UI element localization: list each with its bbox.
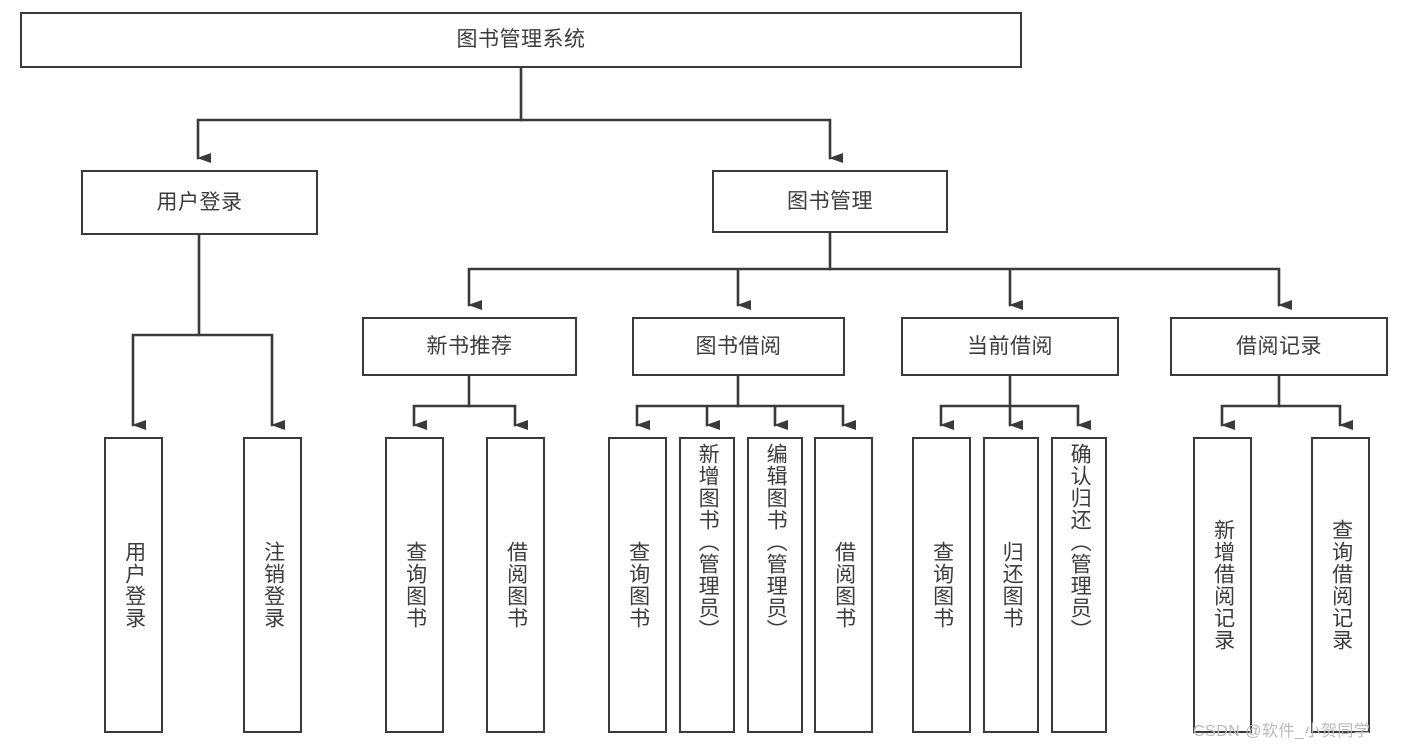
leaf-edit-book-admin[interactable]: 编辑图书（管理员） xyxy=(747,437,803,733)
leaf-add-book-admin[interactable]: 新增图书（管理员） xyxy=(679,437,735,733)
node-label: 图书借阅 xyxy=(695,334,782,358)
node-label: 借阅图书 xyxy=(504,541,528,629)
leaf-logout[interactable]: 注销登录 xyxy=(243,437,302,733)
node-label: 新增图书（管理员） xyxy=(696,443,720,641)
node-label: 注销登录 xyxy=(261,541,285,629)
node-label: 新书推荐 xyxy=(426,334,513,358)
node-label: 查询借阅记录 xyxy=(1329,519,1353,651)
node-borrow-record[interactable]: 借阅记录 xyxy=(1170,317,1388,376)
leaf-query-book-borrow[interactable]: 查询图书 xyxy=(608,437,667,733)
leaf-query-book-recommend[interactable]: 查询图书 xyxy=(385,437,444,733)
node-label: 借阅图书 xyxy=(832,541,856,629)
node-current-borrow[interactable]: 当前借阅 xyxy=(901,317,1119,376)
node-label: 查询图书 xyxy=(626,541,650,629)
leaf-borrow-book-borrow[interactable]: 借阅图书 xyxy=(814,437,873,733)
node-label: 查询图书 xyxy=(930,541,954,629)
node-user-login[interactable]: 用户登录 xyxy=(81,170,318,235)
leaf-query-borrow-record[interactable]: 查询借阅记录 xyxy=(1311,437,1370,733)
leaf-user-login[interactable]: 用户登录 xyxy=(104,437,163,733)
node-label: 新增借阅记录 xyxy=(1211,519,1235,651)
node-label: 图书管理系统 xyxy=(456,28,586,52)
leaf-confirm-return-admin[interactable]: 确认归还（管理员） xyxy=(1051,437,1107,733)
node-label: 查询图书 xyxy=(403,541,427,629)
node-label: 用户登录 xyxy=(156,190,243,214)
node-label: 借阅记录 xyxy=(1236,334,1322,358)
leaf-add-borrow-record[interactable]: 新增借阅记录 xyxy=(1193,437,1252,733)
leaf-borrow-book-recommend[interactable]: 借阅图书 xyxy=(486,437,545,733)
node-root-system[interactable]: 图书管理系统 xyxy=(20,12,1022,68)
csdn-watermark: CSDN @软件_小贺同学 xyxy=(1193,723,1371,740)
node-label: 用户登录 xyxy=(122,541,146,629)
node-book-management[interactable]: 图书管理 xyxy=(712,170,948,233)
node-label: 确认归还（管理员） xyxy=(1068,443,1092,641)
node-label: 图书管理 xyxy=(787,189,873,213)
leaf-query-book-current[interactable]: 查询图书 xyxy=(912,437,971,733)
node-book-borrow[interactable]: 图书借阅 xyxy=(632,317,845,376)
leaf-return-book[interactable]: 归还图书 xyxy=(983,437,1039,733)
node-label: 归还图书 xyxy=(1000,541,1024,629)
node-label: 编辑图书（管理员） xyxy=(764,443,788,641)
node-label: 当前借阅 xyxy=(967,334,1053,358)
node-new-book-recommend[interactable]: 新书推荐 xyxy=(362,317,577,376)
